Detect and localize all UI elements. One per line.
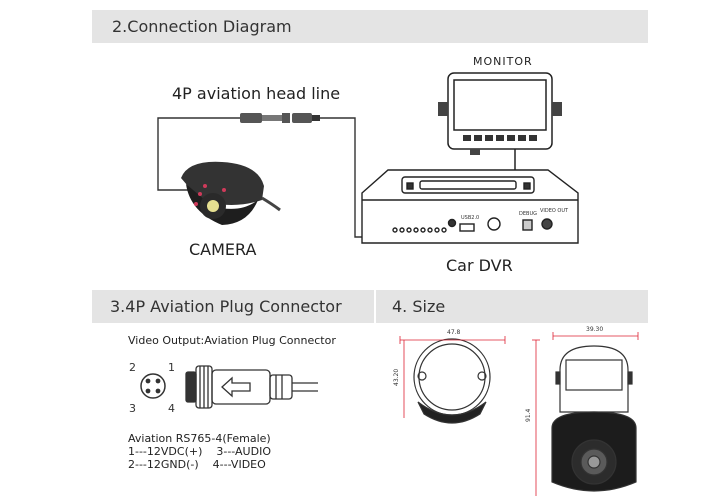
side-width-dimension: 39.30 xyxy=(586,326,603,333)
top-view-drawing xyxy=(413,338,491,424)
size-title: 4. Size xyxy=(392,297,446,316)
aviation-line-label: 4P aviation head line xyxy=(172,84,341,103)
plug-connector-body xyxy=(185,365,318,409)
top-height-dimension: 43.20 xyxy=(393,369,400,386)
video-out-label: VIDEO OUT xyxy=(540,208,569,214)
car-dvr-drawing xyxy=(361,169,579,244)
top-width-dimension: 47.8 xyxy=(447,329,461,336)
monitor-label: MONITOR xyxy=(473,55,533,68)
plug-connector-header: 3.4P Aviation Plug Connector xyxy=(92,290,374,323)
side-view-drawing xyxy=(551,345,637,492)
debug-port-label: DEBUG xyxy=(519,211,537,217)
video-output-label: Video Output:Aviation Plug Connector xyxy=(128,334,336,347)
size-header: 4. Size xyxy=(376,290,648,323)
connection-diagram-title: 2.Connection Diagram xyxy=(112,17,292,36)
camera-drawing xyxy=(181,161,281,225)
pin-4-number: 4 xyxy=(168,402,175,415)
connection-diagram-header: 2.Connection Diagram xyxy=(92,10,648,43)
pin-assignment-line-1: 1---12VDC(+) 3---AUDIO xyxy=(128,445,271,458)
camera-label: CAMERA xyxy=(189,240,257,259)
monitor-drawing xyxy=(438,72,562,170)
pin-2-number: 2 xyxy=(129,361,136,374)
plug-face xyxy=(140,373,166,399)
usb-port-label: USB2.0 xyxy=(461,215,479,221)
top-view-dimensions xyxy=(399,336,506,418)
car-dvr-label: Car DVR xyxy=(446,256,513,275)
plug-connector-title: 3.4P Aviation Plug Connector xyxy=(110,297,342,316)
side-height-dimension: 91.4 xyxy=(525,408,532,422)
side-view-dimensions xyxy=(532,332,639,496)
aviation-head-connector xyxy=(240,113,320,123)
pin-1-number: 1 xyxy=(168,361,175,374)
pin-3-number: 3 xyxy=(129,402,136,415)
plug-model-label: Aviation RS765-4(Female) xyxy=(128,432,271,445)
pin-assignment-line-2: 2---12GND(-) 4---VIDEO xyxy=(128,458,266,471)
